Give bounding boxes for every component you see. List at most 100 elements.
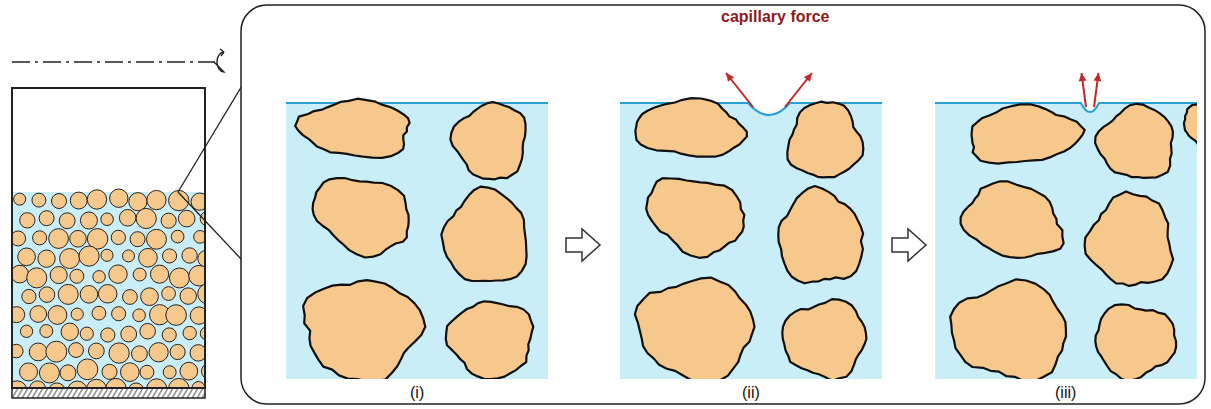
particle	[166, 305, 187, 326]
particle	[87, 379, 107, 388]
particle	[110, 189, 128, 207]
particle	[27, 268, 47, 288]
particle	[646, 178, 744, 258]
particle	[635, 98, 747, 157]
particle	[129, 193, 147, 211]
particle	[48, 306, 67, 325]
particle	[13, 344, 23, 358]
particle	[119, 209, 136, 226]
particle	[139, 248, 158, 267]
particle	[163, 366, 176, 379]
particle	[101, 328, 115, 342]
particle	[80, 286, 98, 304]
particle	[101, 213, 114, 226]
panel	[620, 73, 882, 384]
particle	[198, 283, 204, 304]
particle	[190, 307, 204, 324]
force-label: capillary force	[721, 8, 830, 26]
particle	[147, 379, 167, 388]
particle	[30, 381, 46, 388]
particle	[120, 363, 139, 382]
particle	[40, 325, 53, 338]
particle	[50, 267, 67, 284]
particle	[162, 249, 176, 263]
liquid-surface	[286, 102, 548, 104]
particle	[13, 231, 26, 246]
particle	[171, 230, 184, 243]
container-base	[12, 388, 205, 398]
particle	[13, 307, 25, 323]
particle	[89, 343, 105, 359]
particle	[59, 213, 75, 229]
particle	[136, 208, 156, 228]
particle	[77, 359, 98, 380]
particle	[18, 248, 36, 266]
particle	[635, 278, 755, 379]
particle	[133, 309, 146, 322]
particle	[1095, 104, 1173, 178]
particle	[162, 328, 176, 342]
force-arrow	[726, 73, 753, 107]
particle	[69, 343, 84, 358]
force-arrowhead	[726, 73, 734, 82]
particle	[22, 289, 36, 303]
particle	[295, 99, 409, 158]
particle	[950, 279, 1066, 379]
particle	[1095, 304, 1176, 379]
particle	[201, 363, 204, 379]
particle	[178, 210, 195, 227]
particle	[29, 343, 47, 361]
panel-label: (iii)	[1055, 384, 1076, 402]
particle	[150, 265, 168, 283]
particle	[122, 250, 134, 262]
rotation-axis	[12, 61, 215, 63]
particle	[70, 230, 87, 247]
particle	[13, 265, 29, 283]
particle	[30, 306, 47, 323]
particle	[39, 287, 55, 303]
particle	[20, 363, 38, 381]
particle	[198, 250, 204, 266]
particle	[778, 186, 863, 283]
particle	[169, 268, 189, 288]
particle	[68, 381, 87, 388]
particle	[111, 230, 125, 244]
particle	[182, 248, 197, 263]
particle	[146, 229, 166, 249]
particle	[161, 213, 176, 228]
particle	[13, 381, 27, 388]
particle	[109, 265, 127, 283]
particle	[101, 249, 113, 261]
particle	[170, 344, 185, 359]
force-arrowhead	[804, 73, 812, 82]
particle	[39, 363, 59, 383]
particle	[303, 280, 425, 379]
particle	[71, 308, 83, 320]
panel	[286, 99, 548, 382]
particle	[441, 187, 526, 281]
particle	[39, 211, 54, 226]
particle	[313, 178, 409, 258]
particle	[1184, 102, 1197, 148]
particle	[14, 193, 26, 205]
particle	[60, 249, 80, 269]
particle	[787, 102, 863, 178]
particle	[194, 231, 204, 244]
particle	[52, 194, 67, 209]
particle	[49, 229, 69, 249]
particle	[149, 343, 168, 362]
particle	[1085, 192, 1174, 286]
particle	[183, 326, 196, 339]
particle	[33, 231, 47, 245]
liquid	[13, 192, 204, 388]
particle	[140, 365, 154, 379]
particle	[58, 284, 78, 304]
particle	[180, 288, 196, 304]
particle	[79, 246, 99, 266]
panel-label: (i)	[410, 384, 424, 402]
particle	[87, 190, 106, 209]
particle	[92, 306, 106, 320]
particle	[93, 271, 105, 283]
process-arrow	[566, 229, 600, 261]
